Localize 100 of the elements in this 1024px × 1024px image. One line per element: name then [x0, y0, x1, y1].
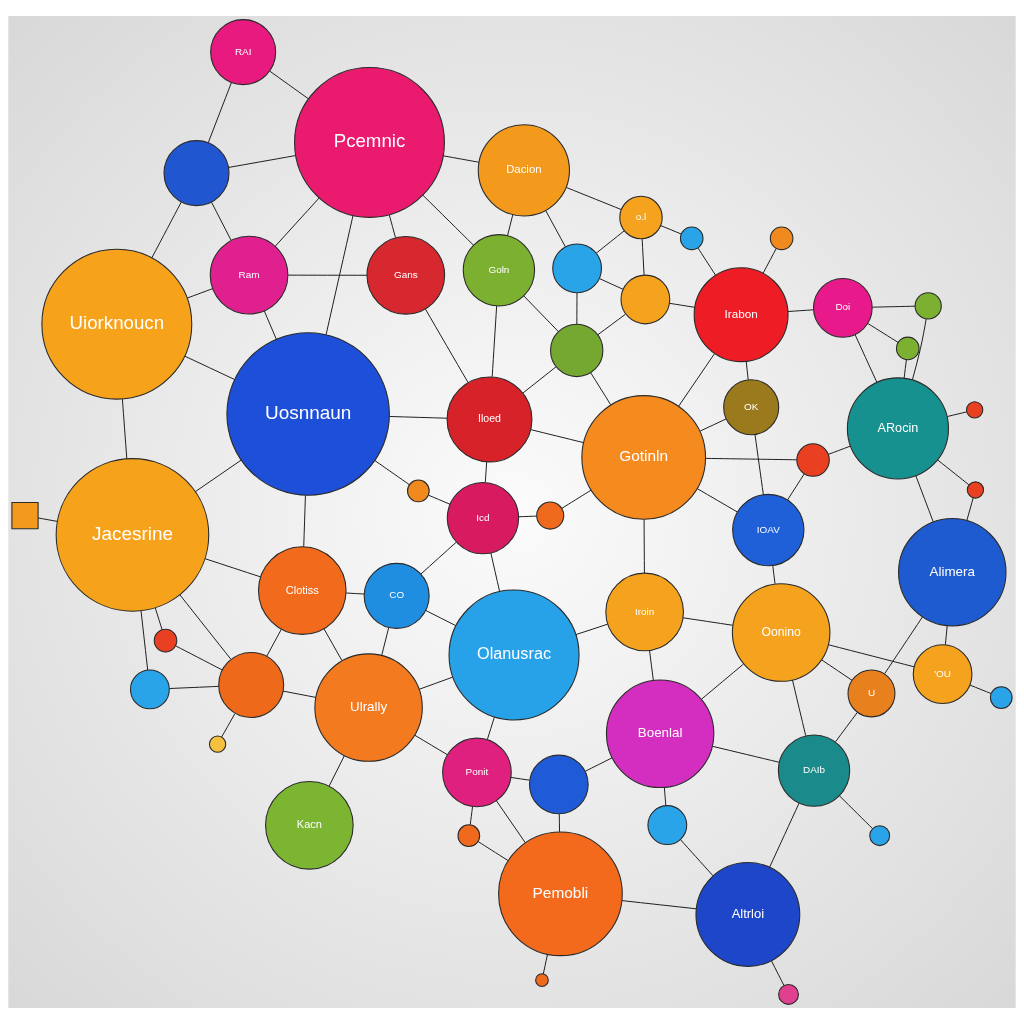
node-circle: Ponit [442, 737, 512, 808]
connector [184, 355, 236, 380]
node-circle [153, 628, 178, 653]
connector [884, 616, 923, 675]
node-circle [208, 735, 227, 753]
connector [745, 361, 749, 381]
node-circle: DAIb [777, 734, 851, 807]
node-circle [552, 243, 603, 294]
connector [595, 230, 625, 254]
node-circle [869, 825, 891, 847]
connector [643, 518, 645, 574]
node-circle [796, 443, 830, 477]
connector [477, 841, 509, 862]
connector [486, 716, 495, 740]
connector [903, 359, 907, 379]
connector [660, 225, 682, 235]
connector [966, 497, 974, 521]
connector [420, 541, 457, 575]
node-circle: Goln [462, 234, 536, 307]
connector [422, 194, 474, 246]
connector [140, 610, 149, 671]
connector [545, 210, 566, 248]
connector [597, 313, 626, 336]
connector [558, 813, 560, 833]
connector [754, 434, 764, 496]
connector [566, 187, 622, 211]
connector [712, 745, 780, 763]
connector [303, 494, 306, 548]
connector [678, 353, 715, 407]
connector [937, 459, 970, 486]
connector [151, 201, 182, 259]
node-circle: IOAV [732, 493, 805, 567]
connector [523, 295, 559, 333]
node-circle: Olanusrac [448, 589, 580, 721]
connector [911, 318, 927, 381]
node-circle: Uiorknoucn [41, 248, 193, 400]
node-circle: Irabon [693, 267, 789, 363]
connector [389, 416, 448, 419]
node-circle [679, 226, 704, 251]
node-circle: Alimera [898, 518, 1007, 627]
connector [649, 650, 654, 681]
node-circle: Ulrally [314, 653, 423, 762]
connector [496, 800, 526, 844]
node-circle [536, 501, 565, 530]
node-circle: Dacion [477, 124, 570, 217]
connector [345, 592, 365, 595]
connector [323, 628, 343, 662]
connector [641, 238, 645, 276]
connector [374, 460, 410, 486]
connector [207, 82, 232, 144]
node-circle [989, 686, 1013, 709]
node-circle: Iloed [446, 376, 533, 463]
connector [424, 308, 469, 384]
connector [575, 623, 609, 636]
node-circle [769, 226, 794, 251]
connector [682, 617, 734, 626]
node-circle [129, 669, 170, 710]
connector [867, 322, 899, 343]
node-circle [218, 651, 285, 718]
connector [770, 960, 785, 986]
connector [787, 309, 814, 313]
connector [204, 558, 262, 578]
connector [507, 214, 514, 237]
node-circle [163, 140, 230, 207]
connector [186, 288, 214, 299]
node-circle: Gans [366, 235, 446, 315]
node-circle [457, 824, 481, 848]
node-circle: Icd [446, 481, 520, 555]
node-circle [535, 973, 549, 987]
connector [490, 552, 501, 592]
connector [269, 70, 309, 100]
node-circle [647, 805, 688, 845]
connector [210, 201, 232, 241]
connector [418, 676, 454, 690]
node-circle: CO [363, 562, 430, 629]
connector [469, 806, 474, 826]
connector [762, 247, 777, 274]
connector [576, 292, 578, 325]
connector [584, 757, 613, 772]
connector [561, 489, 592, 509]
connector [381, 627, 390, 656]
connector [828, 644, 915, 668]
connector [772, 565, 776, 585]
connector [821, 659, 853, 681]
node-circle: Clotiss [257, 546, 347, 635]
connector [37, 517, 58, 522]
node-circle: o.l [619, 195, 663, 240]
connector [705, 457, 797, 461]
node-circle: 'OU [912, 644, 973, 704]
connector [388, 214, 396, 239]
node-circle: RAI [210, 19, 277, 86]
connector [663, 786, 667, 806]
node-circle [620, 274, 671, 325]
connector [969, 684, 992, 694]
connector [697, 247, 716, 276]
connector [325, 215, 354, 336]
connector [484, 461, 488, 483]
node-circle [895, 336, 920, 361]
connector [175, 645, 223, 671]
node-circle: Boenlal [605, 679, 715, 789]
